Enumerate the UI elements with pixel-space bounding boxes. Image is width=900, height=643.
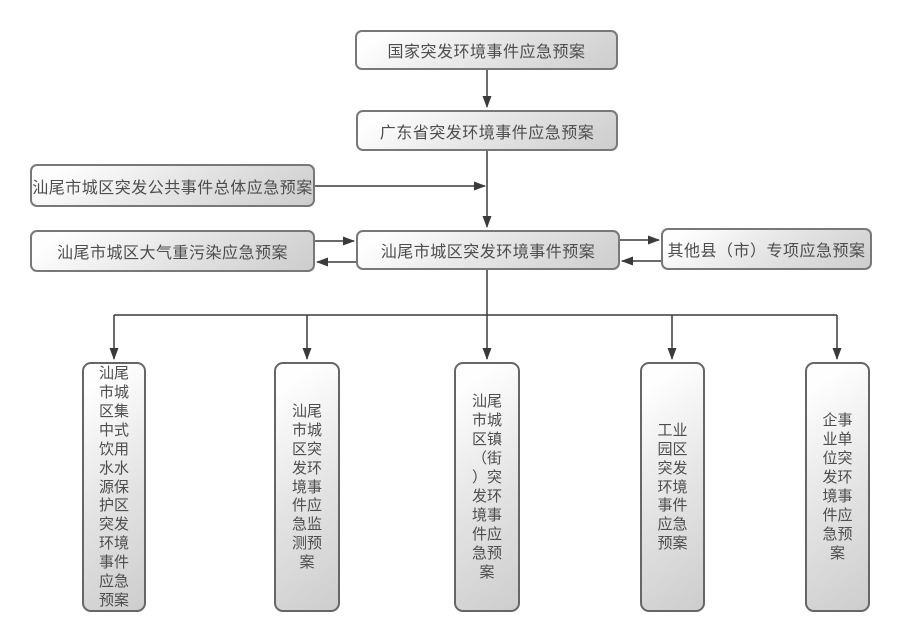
node-overall-public-plan: 汕尾市城区突发公共事件总体应急预案: [30, 164, 315, 207]
node-national-plan: 国家突发环境事件应急预案: [355, 30, 618, 70]
node-subplan-enterprise: 企事业单位突发环境事件应急预案: [805, 362, 870, 612]
node-subplan-monitoring-label: 汕尾市城区突发环境事件应急监测预案: [291, 401, 322, 572]
node-national-plan-label: 国家突发环境事件应急预案: [387, 42, 586, 61]
node-subplan-industrial-park-label: 工业园区突发环境事件应急预案: [657, 420, 688, 553]
node-subplan-water-source: 汕尾市城区集中式饮用水水源保护区突发环境事件应急预案: [82, 362, 146, 612]
node-subplan-town-street-label: 汕尾市城区镇（街）突发环境事件应急预案: [471, 392, 502, 581]
node-subplan-town-street: 汕尾市城区镇（街）突发环境事件应急预案: [454, 362, 520, 612]
node-air-pollution-plan-label: 汕尾市城区大气重污染应急预案: [56, 243, 288, 262]
node-overall-public-plan-label: 汕尾市城区突发公共事件总体应急预案: [32, 177, 313, 197]
node-city-env-plan: 汕尾市城区突发环境事件预案: [356, 230, 620, 270]
node-province-plan: 广东省突发环境事件应急预案: [356, 110, 618, 151]
node-other-county-plan: 其他县（市）专项应急预案: [661, 228, 872, 270]
node-city-env-plan-label: 汕尾市城区突发环境事件预案: [380, 242, 596, 261]
node-subplan-monitoring: 汕尾市城区突发环境事件应急监测预案: [274, 362, 340, 612]
node-subplan-enterprise-label: 企事业单位突发环境事件应急预案: [822, 411, 853, 562]
node-subplan-water-source-label: 汕尾市城区集中式饮用水水源保护区突发环境事件应急预案: [98, 364, 129, 609]
node-subplan-industrial-park: 工业园区突发环境事件应急预案: [640, 362, 705, 612]
node-other-county-plan-label: 其他县（市）专项应急预案: [667, 241, 866, 260]
node-air-pollution-plan: 汕尾市城区大气重污染应急预案: [30, 230, 315, 272]
node-province-plan-label: 广东省突发环境事件应急预案: [379, 122, 595, 142]
